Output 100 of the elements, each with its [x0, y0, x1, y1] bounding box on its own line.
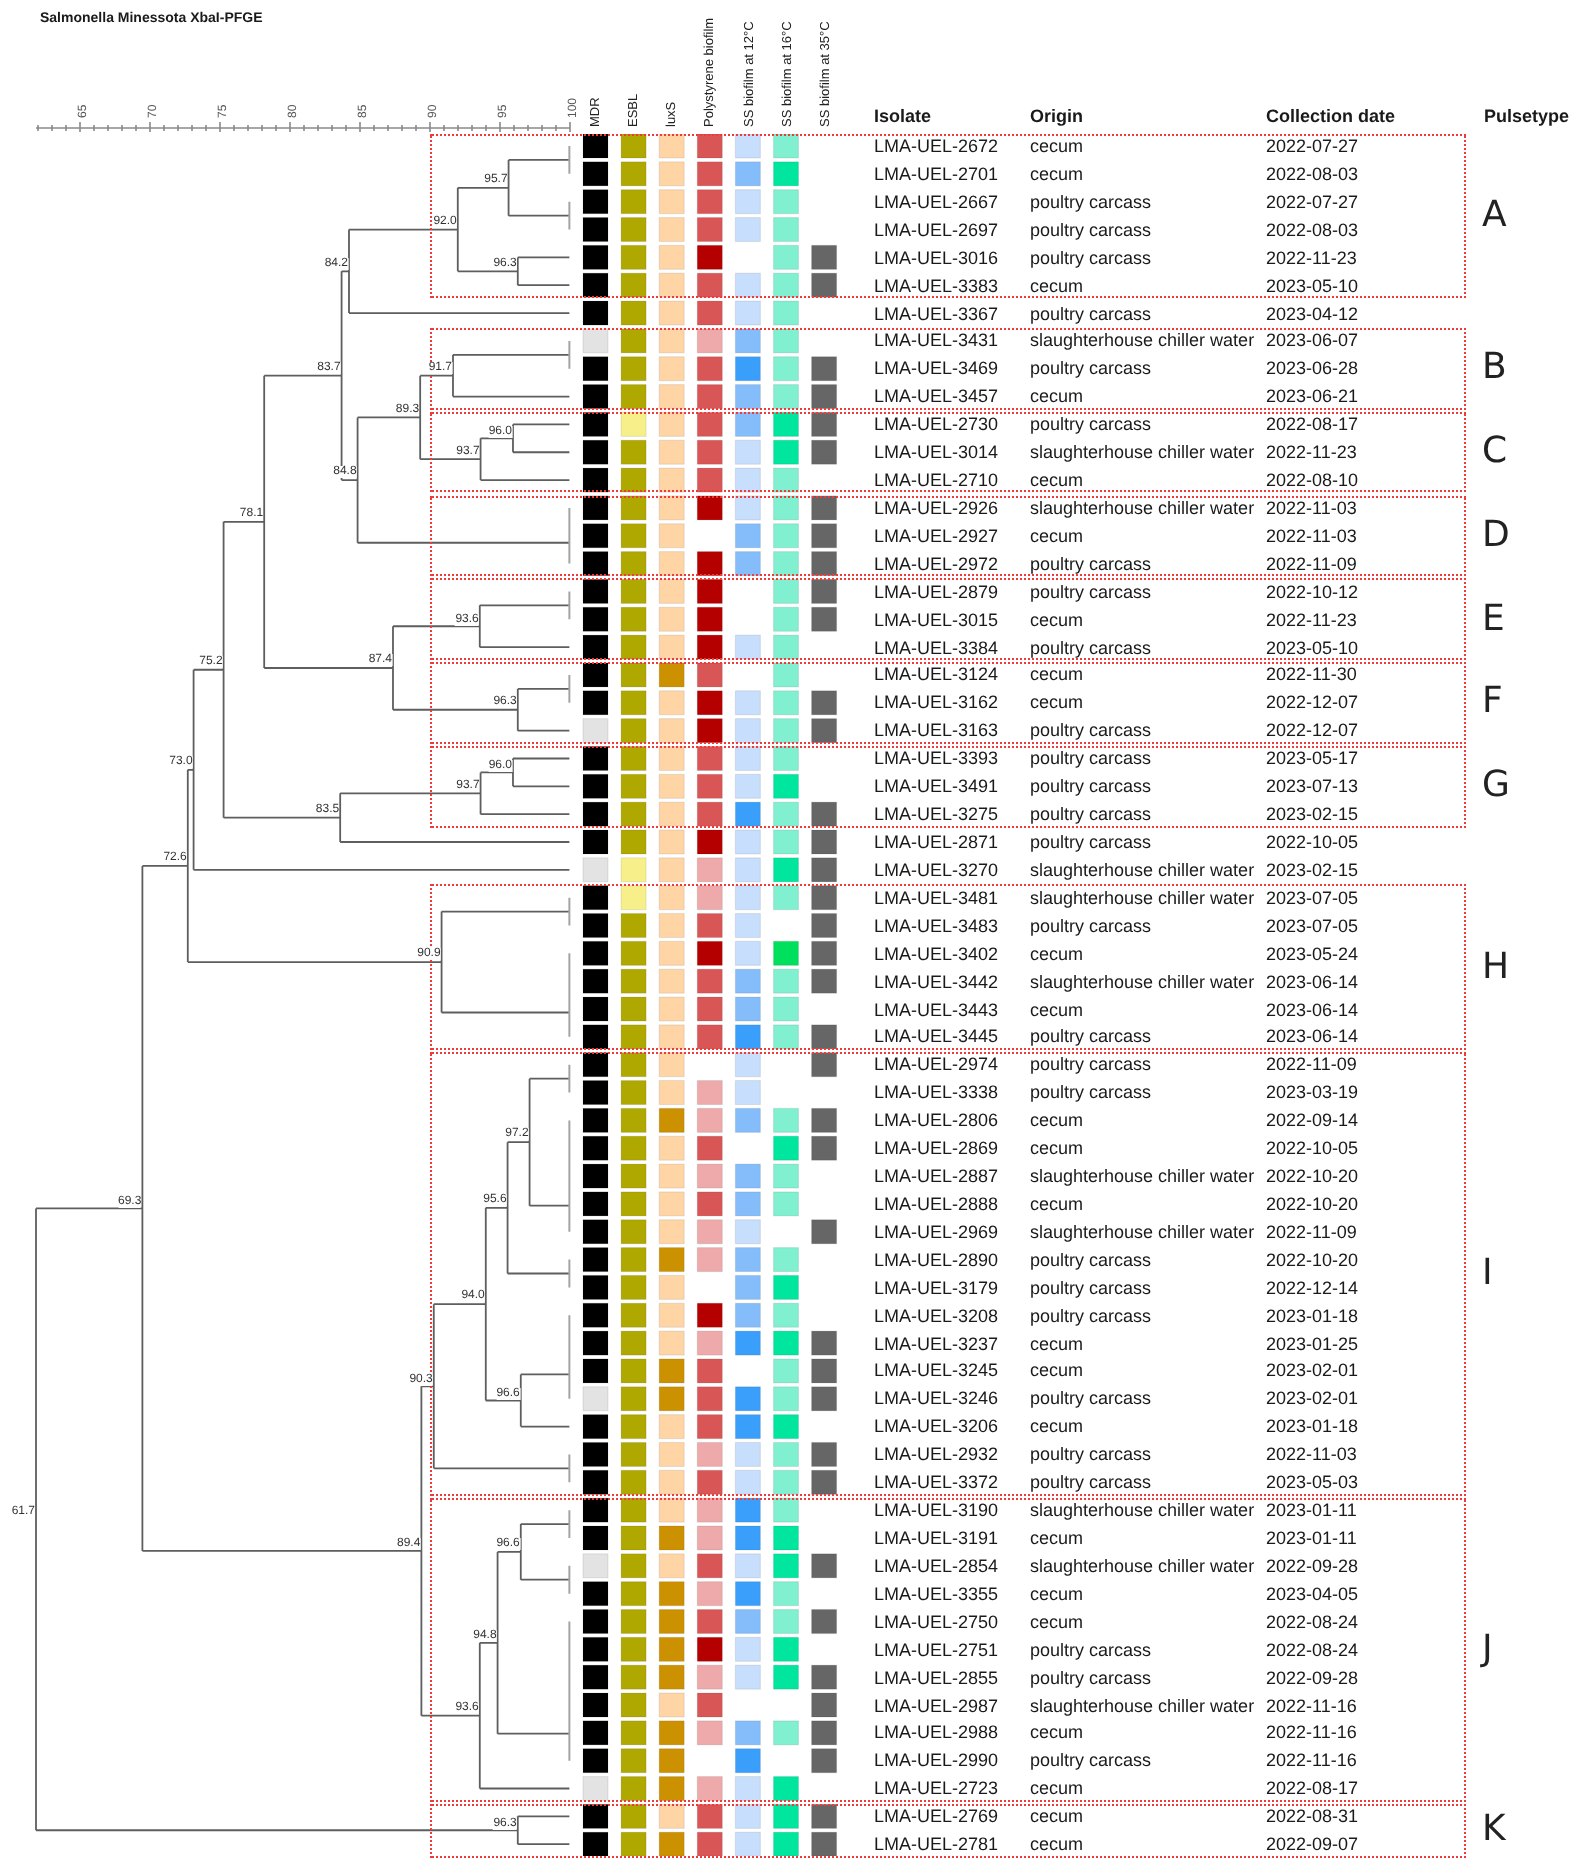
- collection-date: 2023-03-19: [1266, 1082, 1359, 1103]
- isolate-id: LMA-UEL-2751: [874, 1639, 999, 1660]
- collection-date: 2022-08-10: [1266, 470, 1359, 491]
- sample-origin: cecum: [1030, 692, 1084, 713]
- isolate-id: LMA-UEL-2871: [874, 832, 999, 852]
- collection-date: 2023-06-14: [1266, 1026, 1359, 1047]
- pulsetype-letter: H: [1482, 949, 1510, 986]
- isolate-id: LMA-UEL-2988: [874, 1722, 999, 1743]
- isolate-id: LMA-UEL-2927: [874, 525, 999, 546]
- isolate-id: LMA-UEL-3208: [874, 1305, 999, 1326]
- sample-origin: poultry carcass: [1030, 1082, 1152, 1103]
- collection-date: 2022-08-03: [1266, 163, 1359, 184]
- isolate-id: LMA-UEL-2723: [874, 1778, 999, 1799]
- isolate-id: LMA-UEL-3246: [874, 1388, 999, 1409]
- isolate-id: LMA-UEL-3206: [874, 1416, 999, 1437]
- sample-origin: slaughterhouse chiller water: [1030, 887, 1255, 908]
- isolate-id: LMA-UEL-2697: [874, 219, 999, 240]
- sample-origin: poultry carcass: [1030, 748, 1152, 769]
- collection-date: 2022-08-24: [1266, 1639, 1359, 1660]
- isolate-id: LMA-UEL-3191: [874, 1528, 999, 1548]
- collection-date: 2023-06-21: [1266, 386, 1359, 407]
- collection-date: 2022-08-17: [1266, 1778, 1359, 1799]
- isolate-id: LMA-UEL-2701: [874, 163, 999, 184]
- isolate-id: LMA-UEL-2806: [874, 1110, 999, 1131]
- sample-origin: slaughterhouse chiller water: [1030, 971, 1255, 992]
- isolate-id: LMA-UEL-3237: [874, 1333, 999, 1354]
- collection-date: 2023-06-07: [1266, 330, 1359, 351]
- sample-origin: poultry carcass: [1030, 804, 1152, 825]
- isolate-id: LMA-UEL-2926: [874, 497, 999, 518]
- collection-date: 2022-11-03: [1266, 525, 1357, 546]
- collection-date: 2023-02-01: [1266, 1388, 1359, 1409]
- sample-origin: cecum: [1030, 1778, 1084, 1799]
- isolate-id: LMA-UEL-3245: [874, 1360, 999, 1381]
- isolate-id: LMA-UEL-3384: [874, 637, 999, 658]
- collection-date: 2023-04-12: [1266, 303, 1359, 324]
- isolate-id: LMA-UEL-3124: [874, 664, 999, 685]
- collection-date: 2023-07-13: [1266, 776, 1359, 797]
- sample-origin: cecum: [1030, 1110, 1084, 1131]
- isolate-id: LMA-UEL-3491: [874, 776, 999, 797]
- sample-origin: poultry carcass: [1030, 247, 1152, 268]
- sample-origin: slaughterhouse chiller water: [1030, 1555, 1255, 1576]
- sample-origin: cecum: [1030, 1611, 1084, 1632]
- sample-origin: cecum: [1030, 1138, 1084, 1159]
- isolate-id: LMA-UEL-2750: [874, 1611, 999, 1632]
- isolate-id: LMA-UEL-2769: [874, 1806, 999, 1827]
- sample-origin: cecum: [1030, 1806, 1084, 1827]
- sample-origin: poultry carcass: [1030, 191, 1152, 212]
- sample-origin: poultry carcass: [1030, 581, 1152, 602]
- collection-date: 2022-11-16: [1266, 1695, 1357, 1716]
- sample-origin: cecum: [1030, 999, 1084, 1020]
- collection-date: 2023-01-25: [1266, 1333, 1359, 1354]
- collection-date: 2023-07-05: [1266, 887, 1359, 908]
- sample-origin: cecum: [1030, 1193, 1084, 1214]
- collection-date: 2023-05-24: [1266, 943, 1359, 964]
- sample-origin: cecum: [1030, 664, 1084, 685]
- collection-date: 2022-07-27: [1266, 191, 1359, 212]
- collection-date: 2023-01-18: [1266, 1305, 1359, 1326]
- collection-date: 2023-05-03: [1266, 1472, 1359, 1493]
- collection-date: 2023-02-15: [1266, 804, 1359, 825]
- isolate-id: LMA-UEL-2990: [874, 1750, 999, 1771]
- sample-origin: cecum: [1030, 136, 1084, 156]
- collection-date: 2023-06-14: [1266, 999, 1359, 1020]
- collection-date: 2023-04-05: [1266, 1583, 1359, 1604]
- sample-origin: poultry carcass: [1030, 637, 1152, 658]
- isolate-id: LMA-UEL-3393: [874, 748, 999, 769]
- sample-origin: cecum: [1030, 943, 1084, 964]
- isolate-id: LMA-UEL-3355: [874, 1583, 999, 1604]
- pulsetype-letter: E: [1482, 601, 1505, 638]
- sample-origin: slaughterhouse chiller water: [1030, 1221, 1255, 1242]
- collection-date: 2022-08-03: [1266, 219, 1359, 240]
- sample-origin: cecum: [1030, 386, 1084, 407]
- collection-date: 2022-10-20: [1266, 1193, 1359, 1214]
- sample-origin: slaughterhouse chiller water: [1030, 1166, 1255, 1187]
- collection-date: 2023-06-28: [1266, 358, 1359, 379]
- collection-date: 2022-11-30: [1266, 664, 1357, 685]
- isolate-id: LMA-UEL-2855: [874, 1667, 999, 1688]
- pulsetype-letter: D: [1482, 517, 1510, 554]
- isolate-id: LMA-UEL-2932: [874, 1444, 999, 1465]
- collection-date: 2023-02-01: [1266, 1360, 1359, 1381]
- collection-date: 2022-10-12: [1266, 581, 1359, 602]
- sample-origin: cecum: [1030, 1360, 1084, 1381]
- pulsetype-letter: B: [1482, 350, 1507, 387]
- collection-date: 2022-11-03: [1266, 1444, 1357, 1465]
- isolate-id: LMA-UEL-3275: [874, 804, 999, 825]
- sample-origin: poultry carcass: [1030, 1054, 1152, 1075]
- sample-origin: poultry carcass: [1030, 1472, 1152, 1493]
- sample-origin: poultry carcass: [1030, 1667, 1152, 1688]
- collection-date: 2022-08-31: [1266, 1806, 1359, 1827]
- isolate-id: LMA-UEL-3443: [874, 999, 999, 1020]
- pulsetype-letter: J: [1482, 1631, 1493, 1668]
- column-header: Collection date: [1266, 106, 1396, 126]
- sample-origin: cecum: [1030, 1583, 1084, 1604]
- pulsetype-letter: K: [1482, 1812, 1506, 1849]
- collection-date: 2022-11-23: [1266, 609, 1357, 630]
- isolate-id: LMA-UEL-2869: [874, 1138, 999, 1159]
- isolate-id: LMA-UEL-2672: [874, 136, 999, 156]
- collection-date: 2022-12-07: [1266, 720, 1359, 741]
- collection-date: 2022-07-27: [1266, 136, 1359, 156]
- collection-date: 2023-06-14: [1266, 971, 1359, 992]
- isolate-id: LMA-UEL-2974: [874, 1054, 999, 1075]
